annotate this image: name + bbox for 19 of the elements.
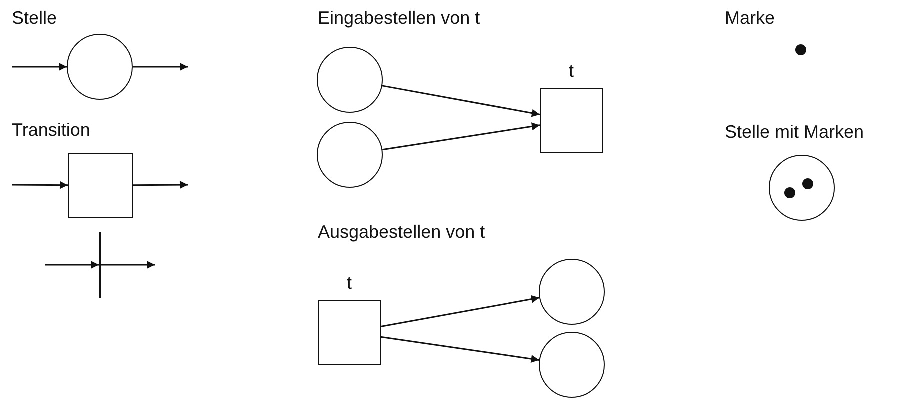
heading-label: Marke	[725, 8, 776, 29]
arrow	[133, 181, 188, 190]
arrow	[12, 181, 68, 190]
transition-label: t	[568, 61, 575, 82]
arrow	[380, 295, 540, 328]
heading-label: Stelle	[12, 8, 58, 29]
arrow	[45, 261, 99, 269]
heading-label: Transition	[12, 120, 90, 141]
heading-label: Ausgabestellen von t	[318, 222, 486, 243]
heading-label: Eingabestellen von t	[318, 8, 480, 29]
arrow	[101, 261, 155, 269]
arrow	[382, 85, 540, 118]
heading-label: Stelle mit Marken	[725, 122, 864, 143]
arrow	[133, 63, 188, 71]
arrow	[12, 63, 67, 71]
arrow	[382, 122, 540, 151]
arrow	[380, 336, 540, 364]
transition-label: t	[346, 273, 353, 294]
transition-box	[68, 153, 133, 218]
